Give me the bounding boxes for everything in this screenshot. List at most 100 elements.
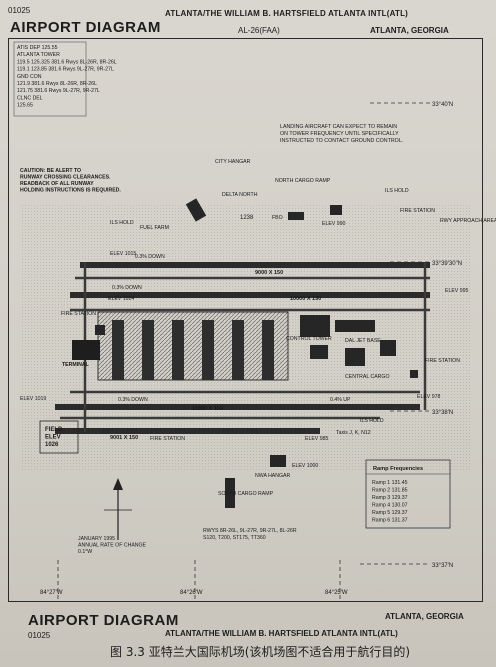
fuel-farm-label: FUEL FARM <box>140 225 169 231</box>
lat-label: 33°37'N <box>432 563 453 569</box>
footer-city: ATLANTA, GEORGIA <box>385 612 464 621</box>
elevation-label: ELEV 978 <box>417 394 440 400</box>
lat-label: 33°39'30"N <box>432 261 462 267</box>
lon-label: 84°27'W <box>40 590 63 596</box>
footer-airport-title: ATLANTA/THE WILLIAM B. HARTSFIELD ATLANT… <box>165 629 398 638</box>
caution-note-line: HOLDING INSTRUCTIONS IS REQUIRED. <box>20 188 121 194</box>
elevation-label: 1238 <box>240 215 254 221</box>
runway-strength-label-line: RWYS 8R-26L, 9L-27R, 9R-27L, 8L-26R <box>203 528 297 534</box>
frequency-info-line: 121.75 381.6 Rwys 9L-27R, 9R-27L <box>17 88 100 94</box>
ils-hold-label: ILS HOLD <box>110 220 134 226</box>
runway-dimension-label: 9000 X 150 <box>255 270 283 276</box>
coordinate-grid <box>57 102 430 600</box>
south-cargo-ramp-label: SOUTH CARGO RAMP <box>218 491 274 497</box>
diagram-frame <box>8 38 483 602</box>
field-elevation-label-line: ELEV <box>45 435 61 441</box>
ramp-frequency-table <box>365 459 451 529</box>
magnetic-variation-label-line: JANUARY 1995 <box>78 536 115 542</box>
figure-caption: 图 3.3 亚特兰大国际机场(该机场图不适合用于航行目的) <box>110 645 411 659</box>
runway-slope-label: 0.3% DOWN <box>112 285 142 291</box>
runway-dimension-label: 10000 X 150 <box>290 296 321 302</box>
ramp-frequency-row: Ramp 3 129.37 <box>372 495 408 501</box>
magnetic-variation-label-line: 0.1°W <box>78 549 92 555</box>
elevation-label: ELEV 985 <box>305 436 328 442</box>
frequency-info-line: GND CON <box>17 74 42 80</box>
runway-9r-27l <box>55 428 320 434</box>
runway-slope-label: 0.4% UP <box>330 397 351 403</box>
ramp-frequency-row: Ramp 5 129.37 <box>372 510 408 516</box>
ramp-frequency-row: Ramp 6 131.37 <box>372 518 408 524</box>
fire-station-label: FIRE STATION <box>400 208 435 214</box>
buildings <box>95 198 418 508</box>
lon-label: 84°25'W <box>325 590 348 596</box>
central-cargo-label: CENTRAL CARGO <box>345 374 389 380</box>
caution-note-line: CAUTION: BE ALERT TO <box>20 168 81 174</box>
header-city: ATLANTA, GEORGIA <box>370 26 449 35</box>
ils-hold-label: ILS HOLD <box>360 418 384 424</box>
landing-note-line: LANDING AIRCRAFT CAN EXPECT TO REMAIN <box>280 124 397 130</box>
frequency-info-line: 119.5 125.325 381.6 Rwys 8L-26R, 8R-26L <box>17 59 117 65</box>
footer-diagram-title: AIRPORT DIAGRAM <box>28 612 179 629</box>
runway-slope-label: 0.3% DOWN <box>135 254 165 260</box>
frequency-info-line: 119.1 123.85 381.6 Rwys 9L-27R, 9R-27L <box>17 67 114 73</box>
frequency-info-line: ATLANTA TOWER <box>17 52 60 58</box>
page-title: AIRPORT DIAGRAM <box>10 19 161 36</box>
elevation-label: ELEV 1000 <box>292 463 318 469</box>
field-elevation-label-line: FIELD <box>45 427 63 433</box>
frequency-info-line: 121.9 381.6 Rwys 8L-26R, 8R-26L <box>17 81 97 87</box>
ramp-frequency-row: Ramp 4 130.07 <box>372 503 408 509</box>
nwa-hangar-label: NWA HANGAR <box>255 473 291 479</box>
magnetic-variation-label-line: ANNUAL RATE OF CHANGE <box>78 543 147 549</box>
lat-label: 33°38'N <box>432 410 453 416</box>
concourses <box>112 320 274 380</box>
field-elevation-label-line: 1026 <box>45 442 59 448</box>
field-elevation-box <box>39 420 79 454</box>
terminal-building <box>72 340 100 360</box>
city-hangar-label: CITY HANGAR <box>215 159 251 165</box>
frequency-info-line: ATIS DEP 125.55 <box>17 45 58 51</box>
taxis-note-label: Taxis J, K, N12 <box>336 430 371 436</box>
lat-label: 33°40'N <box>432 102 453 108</box>
lon-label: 84°26'W <box>180 590 203 596</box>
elevation-label: ELEV 1015 <box>110 251 136 257</box>
elevation-label: ELEV 1019 <box>20 396 46 402</box>
north-cargo-ramp-label: NORTH CARGO RAMP <box>275 178 331 184</box>
dal-jet-base-label: DAL JET BASE <box>345 338 381 344</box>
frequency-info-line: 125.65 <box>17 103 33 109</box>
runway-8r-26l <box>70 292 430 298</box>
header-airport-title: ATLANTA/THE WILLIAM B. HARTSFIELD ATLANT… <box>165 9 409 18</box>
caution-note-line: RUNWAY CROSSING CLEARANCES. <box>20 175 111 181</box>
runway-9l-27r <box>55 404 420 410</box>
ramp-frequencies-title: Ramp Frequencies <box>373 466 423 472</box>
runway-strength-label-line: S120, T200, ST175, TT360 <box>203 535 266 541</box>
ils-hold-label: ILS HOLD <box>385 188 409 194</box>
control-tower-label: CONTROL TOWER <box>286 336 332 342</box>
landing-note-line: INSTRUCTED TO CONTACT GROUND CONTROL. <box>280 138 403 144</box>
fire-station-label: FIRE STATION <box>425 358 460 364</box>
concourse-apron <box>97 311 289 381</box>
runway-8l-26r <box>80 262 430 268</box>
ramp-frequency-row: Ramp 2 131.85 <box>372 488 408 494</box>
runway-dimension-label: 9001 X 150 <box>110 435 138 441</box>
header-al-number: AL-26(FAA) <box>238 26 280 35</box>
header-chart-code: 01025 <box>8 6 31 15</box>
fbo-label: FBO <box>272 215 283 221</box>
elevation-label: ELEV 1024 <box>108 296 134 302</box>
terminal-label: TERMINAL <box>62 362 90 368</box>
footer-chart-code: 01025 <box>28 631 51 640</box>
frequency-block-border <box>13 41 87 117</box>
frequency-info-line: CLNC DEL <box>17 95 43 101</box>
north-arrow-icon <box>104 478 132 540</box>
runway-dimension-label: 11890 X 150 <box>192 406 223 412</box>
rwy-approach-label: RWY APPROACH AREA HOLD <box>440 218 496 224</box>
ramp-frequency-row: Ramp 1 131.45 <box>372 480 408 486</box>
elevation-label: ELEV 995 <box>445 288 468 294</box>
runway-slope-label: 0.3% DOWN <box>118 397 148 403</box>
landing-note-line: ON TOWER FREQUENCY UNTIL SPECIFICALLY <box>280 131 399 137</box>
caution-note-line: READBACK OF ALL RUNWAY <box>20 181 94 187</box>
elevation-label: ELEV 990 <box>322 221 345 227</box>
fire-station-label: FIRE STATION <box>150 436 185 442</box>
